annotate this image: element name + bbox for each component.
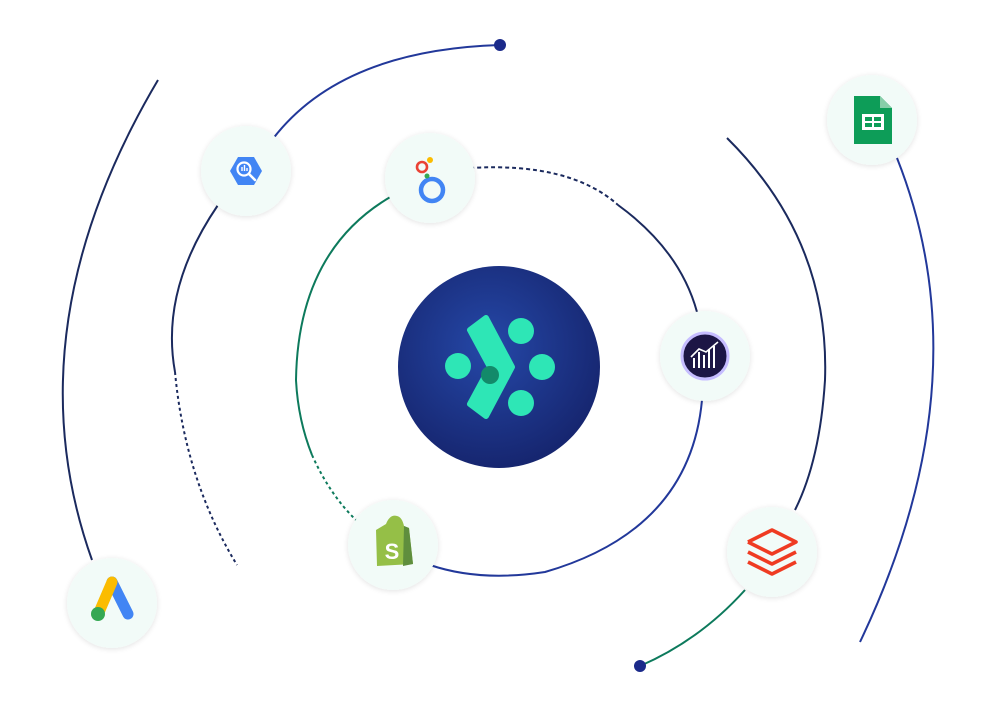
bigquery-icon [230, 157, 262, 185]
shopify-node[interactable]: S [348, 500, 438, 590]
right-middle-arc [726, 137, 827, 511]
inner-ring-left-green-arc [294, 195, 393, 456]
ring2-left-arc [170, 204, 219, 373]
google-ads-node[interactable] [67, 558, 157, 648]
google-sheets-node[interactable] [827, 75, 917, 165]
inner-ring-left-green-dashed [311, 454, 357, 521]
adobe-analytics-node[interactable] [660, 311, 750, 401]
databricks-node[interactable] [727, 507, 817, 597]
shopify-letter: S [385, 539, 400, 564]
google-ads-icon [91, 576, 134, 621]
looker-studio-icon [415, 157, 446, 204]
google-sheets-icon [854, 96, 892, 144]
looker-studio-node[interactable] [385, 133, 475, 223]
outer-right-arc [859, 157, 935, 643]
bigquery-node[interactable] [201, 126, 291, 216]
ring2-top-arc [271, 44, 501, 141]
ring2-endpoint-dot [494, 39, 506, 51]
shopify-icon: S [376, 515, 413, 566]
inner-ring-top-dashed [469, 166, 619, 206]
ring2-left-dashed-arc [174, 371, 238, 566]
inner-ring-right-arc [617, 204, 698, 313]
right-bottom-endpoint-dot [634, 660, 646, 672]
databricks-icon [747, 528, 798, 576]
right-bottom-green-arc [639, 589, 746, 667]
outer-left-arc [61, 79, 159, 561]
hub-node[interactable] [398, 266, 600, 468]
adobe-analytics-icon [680, 331, 730, 381]
hub-logo-icon [445, 315, 555, 419]
inner-ring-right-lower-arc [429, 399, 703, 577]
